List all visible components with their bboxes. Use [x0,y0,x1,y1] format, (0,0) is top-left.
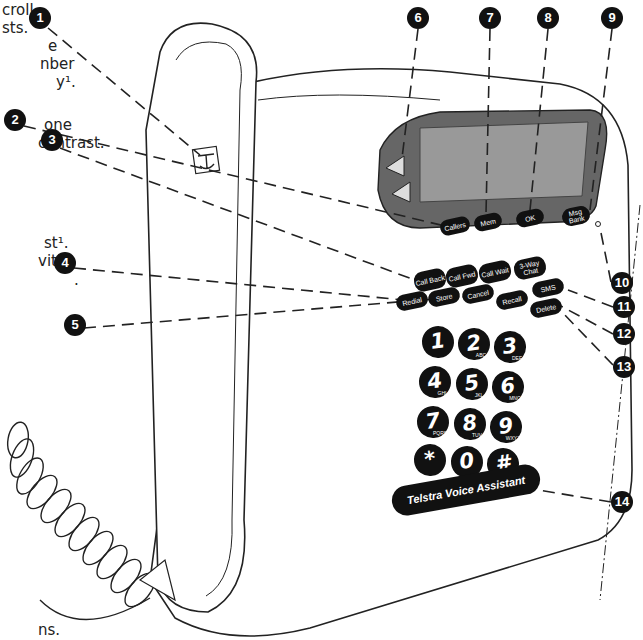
keypad-letters: DEF [512,355,522,361]
callout-number: 8 [537,7,559,29]
callout-number: 14 [611,491,633,513]
scroll-down-key [392,182,410,202]
cropped-caption-text: nber [40,55,74,73]
cropped-caption-text: . [74,271,79,289]
cropped-caption-text: st¹. [44,234,68,252]
callout-number: 4 [54,252,76,274]
keypad-letters: WXYZ [506,435,520,441]
callout-number: 2 [4,109,26,131]
cropped-caption-text: y¹. [56,73,76,91]
callout-number: 5 [64,314,86,336]
callout-number: 6 [407,7,429,29]
message-led [596,222,601,227]
cropped-caption-text: e [48,37,57,55]
scroll-up-key [386,156,404,176]
keypad-letters: TUV [472,432,482,438]
callout-number: 7 [479,7,501,29]
callout-number: 11 [613,296,635,318]
leader-lines [24,28,613,502]
callout-number: 10 [611,272,633,294]
callout-number: 1 [29,7,51,29]
display-panel [378,110,607,228]
body-edge [600,205,640,600]
callout-number: 13 [613,356,635,378]
keypad-letters: PQRS [433,430,447,436]
keypad-letters: ABC [476,352,486,358]
cropped-caption-text: ns. [38,621,60,639]
keypad-letters: GHI [438,390,447,396]
callout-number: 12 [613,323,635,345]
lcd-screen [420,122,588,202]
callout-number: 9 [601,7,623,29]
cropped-caption-text: sts. [2,19,28,37]
keypad-letters: MNO [509,395,521,401]
keypad-letters: JKL [475,392,484,398]
coiled-cord [5,421,160,620]
handset-logo [192,146,219,173]
cord-socket [140,560,175,600]
body-ridge [258,95,440,100]
callout-number: 3 [41,129,63,151]
